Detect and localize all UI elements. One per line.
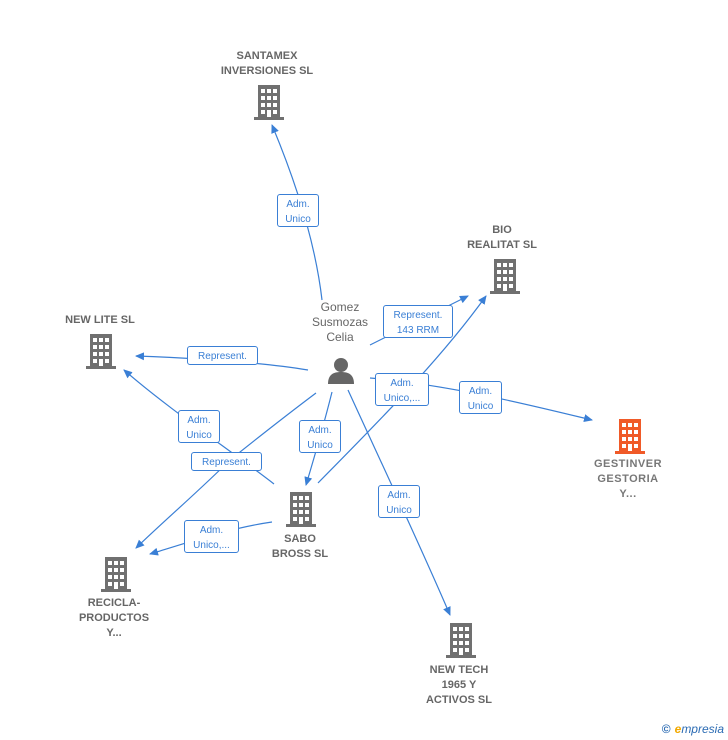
building-gestinver-icon[interactable] <box>615 419 645 454</box>
node-label-newtech[interactable]: NEW TECH 1965 Y ACTIVOS SL <box>425 664 492 706</box>
edge-label-box: Adm. Unico <box>299 420 341 453</box>
edge-label-box: Adm. Unico,... <box>184 520 239 553</box>
edge-label-box: Adm. Unico,... <box>375 373 429 406</box>
building-sabo-icon[interactable] <box>286 492 316 527</box>
edge-label-box: Represent. <box>191 452 262 471</box>
edge-label-box: Adm. Unico <box>277 194 319 227</box>
brand-name: mpresia <box>681 722 724 736</box>
building-newtech-icon[interactable] <box>446 623 476 658</box>
building-santamex-icon[interactable] <box>254 85 284 120</box>
edge-label-box: Adm. Unico <box>178 410 220 443</box>
edge-label-box: Adm. Unico <box>378 485 420 518</box>
node-label-newlite[interactable]: NEW LITE SL <box>65 314 135 326</box>
person-icon[interactable] <box>328 358 354 384</box>
node-label-gestinver[interactable]: GESTINVER GESTORIA Y... <box>593 458 663 500</box>
copyright-icon: © <box>661 722 671 736</box>
building-bio-icon[interactable] <box>490 259 520 294</box>
edge-label-box: Represent. 143 RRM <box>383 305 453 338</box>
node-label-bio[interactable]: BIO REALITAT SL <box>467 224 537 251</box>
building-recicla-icon[interactable] <box>101 557 131 592</box>
building-newlite-icon[interactable] <box>86 334 116 369</box>
edge-label-box: Adm. Unico <box>459 381 502 414</box>
brand-mark: e <box>674 722 682 736</box>
node-label-santamex[interactable]: SANTAMEX INVERSIONES SL <box>220 50 314 77</box>
brand-logo: ©empresia <box>662 722 724 736</box>
person-label[interactable]: Gomez Susmozas Celia <box>311 300 369 344</box>
edge-label-box: Represent. <box>187 346 258 365</box>
node-label-sabo[interactable]: SABO BROSS SL <box>271 533 329 560</box>
node-label-recicla[interactable]: RECICLA- PRODUCTOS Y... <box>78 597 150 639</box>
